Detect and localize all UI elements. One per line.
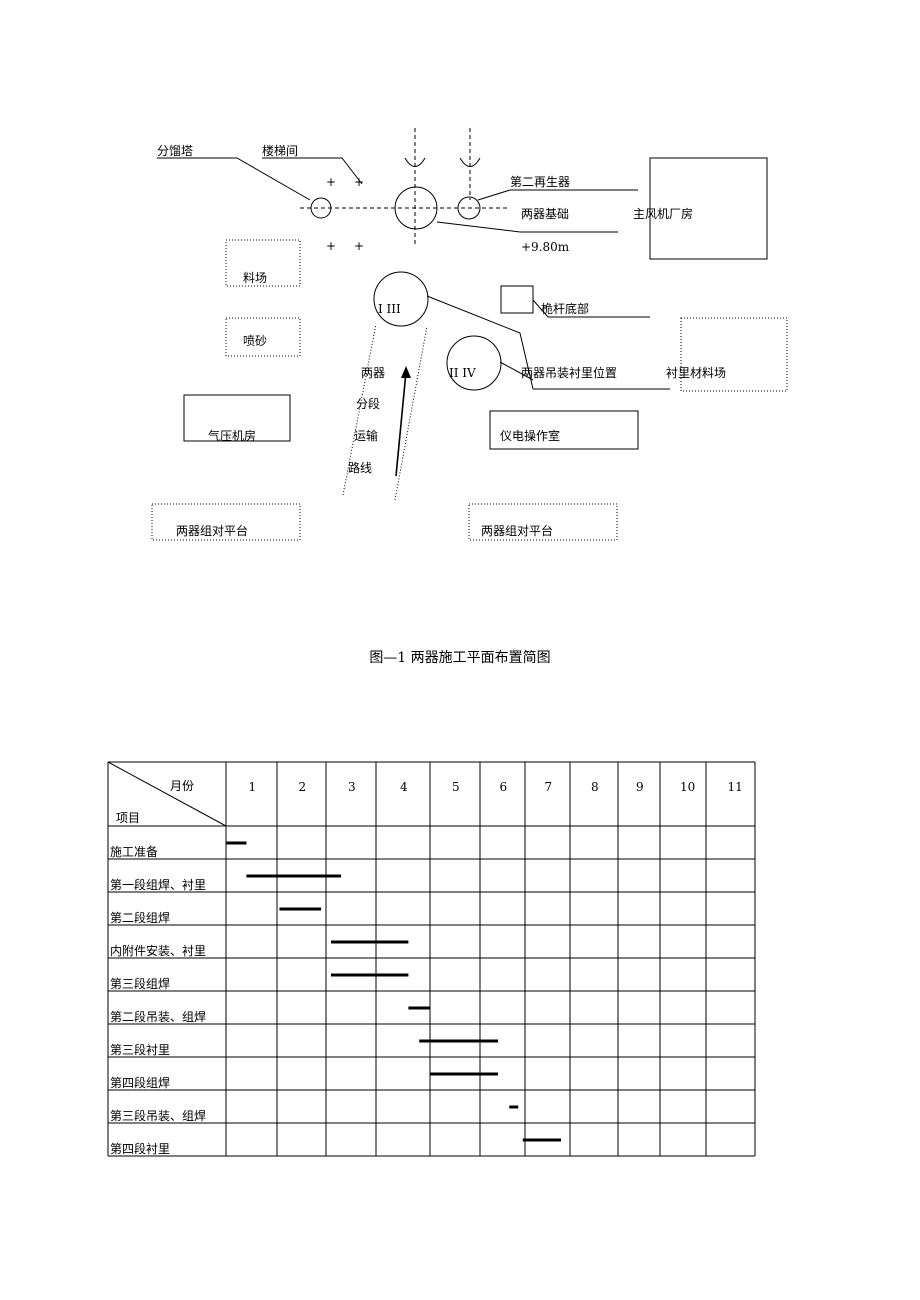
label-circle-1-3: I III [378,302,401,316]
construction-schedule-table: 月份 项目 1 2 3 4 5 6 7 8 9 10 11 施工准备第一段组焊、衬里第二段组焊内附件… [107,761,756,1157]
label-main-fan-room: 主风机厂房 [633,206,693,221]
header-month: 月份 [170,779,194,793]
route-arrow-head [401,366,411,378]
main-fan-room-box [649,157,768,260]
sandblasting-box [225,317,301,357]
label-two-vessel-foundation: 两器基础 [521,207,569,221]
stairwell-leader [262,157,363,185]
month-label: 1 [249,780,257,794]
schedule-row-label: 第三段组焊 [110,976,170,991]
schedule-row-label: 第二段组焊 [110,910,170,925]
lifting-position-connector [519,332,534,390]
plus-mark: + [354,175,364,189]
fractionating-tower-leader [157,157,311,201]
assembly-platform-left-box [151,503,301,541]
route-dotted-right [394,325,428,501]
schedule-row-label: 第三段吊装、组焊 [110,1108,206,1123]
label-derrick-base: 桅杆底部 [541,301,589,316]
circle-1-3-connector [426,295,521,334]
label-stairwell: 楼梯间 [262,143,298,158]
derrick-base-box [500,285,534,314]
label-route-3: 运输 [354,428,378,443]
label-route-2: 分段 [356,396,380,411]
lining-material-yard-box [680,317,788,392]
central-vessel-circle [394,186,438,230]
figure-caption: 图—1 两器施工平面布置简图 [369,650,551,666]
schedule-row-label: 第三段衬里 [110,1042,170,1057]
air-compressor-room-box [183,394,291,442]
label-material-yard: 料场 [243,271,267,285]
label-fractionating-tower: 分馏塔 [157,144,193,158]
assembly-platform-right-box [468,503,618,541]
month-label: 5 [452,780,460,794]
schedule-row-label: 施工准备 [110,845,158,859]
site-layout-diagram: 分馏塔 楼梯间 + + + + 第二再生器 两器基础 主风机厂房 +9.80m … [151,128,788,541]
header-item: 项目 [116,811,140,825]
fractionating-tower-circle [310,197,332,219]
month-label: 11 [728,780,743,794]
label-route-1: 两器 [361,366,385,380]
label-route-4: 路线 [348,460,372,475]
label-assembly-platform-right: 两器组对平台 [481,523,553,538]
schedule-row-label: 内附件安装、衬里 [110,943,206,958]
route-dotted-left [342,323,377,496]
plus-mark: + [326,175,336,189]
circle-1-3 [373,271,429,327]
schedule-row-label: 第四段组焊 [110,1075,170,1090]
label-elevation: +9.80m [521,240,570,254]
month-label: 10 [680,780,695,794]
derrick-base-leader [532,299,650,318]
schedule-row-label: 第四段衬里 [110,1141,170,1156]
label-instrument-control-room: 仪电操作室 [500,428,560,443]
circle-2-4 [446,335,502,391]
label-sandblasting: 喷砂 [243,334,267,348]
label-air-compressor-room: 气压机房 [208,428,256,443]
plus-mark: + [354,239,364,253]
month-label: 2 [299,780,307,794]
material-yard-box [225,239,301,287]
top-arc-left [404,157,426,167]
label-circle-2-4: II IV [449,366,476,380]
foundation-leader [436,221,618,233]
month-label: 9 [636,780,644,794]
schedule-row-label: 第二段吊装、组焊 [110,1009,206,1024]
label-assembly-platform-left: 两器组对平台 [176,523,248,538]
month-label: 6 [500,780,508,794]
label-lining-material-yard: 衬里材料场 [666,366,726,380]
schedule-row-label: 第一段组焊、衬里 [110,877,206,892]
circle-2-4-connector [499,361,534,381]
second-regenerator-leader [477,189,638,201]
month-label: 3 [348,780,356,794]
instrument-control-room-box [489,410,639,450]
route-arrow-line [395,371,407,477]
month-label: 4 [400,780,408,794]
second-regenerator-circle [457,196,481,220]
month-label: 8 [591,780,599,794]
header-diagonal [107,761,227,827]
label-second-regenerator: 第二再生器 [510,175,570,189]
label-lifting-lining-position: 两器吊装衬里位置 [521,365,617,380]
month-label: 7 [545,780,553,794]
plus-mark: + [326,239,336,253]
